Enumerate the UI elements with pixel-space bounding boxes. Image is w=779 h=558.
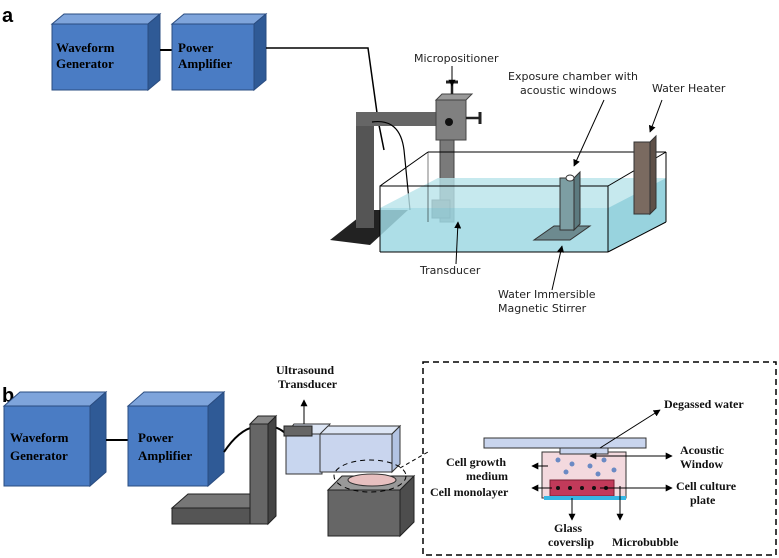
stirrer-label-1: Water Immersible (498, 288, 596, 301)
waveform-generator-label-a-1: Waveform (56, 40, 115, 55)
waveform-generator-label-b-2: Generator (10, 448, 68, 463)
microbubble-label: Microbubble (612, 535, 679, 549)
acoustic-window-label-2: Window (680, 457, 723, 471)
water-heater-a (633, 134, 657, 216)
glass-coverslip-label-1: Glass (554, 521, 582, 535)
power-amplifier-box-a: Power Amplifier (170, 12, 268, 92)
exposure-chamber-a (532, 170, 592, 241)
cell-culture-plate-label-2: plate (690, 493, 716, 507)
cell-growth-medium-label-2: medium (466, 469, 508, 483)
water-heater-label: Water Heater (652, 82, 726, 95)
power-amplifier-label-b-2: Amplifier (138, 448, 192, 463)
waveform-generator-label-b-1: Waveform (10, 430, 69, 445)
power-amplifier-label-a-1: Power (178, 40, 214, 55)
waveform-generator-box-a: Waveform Generator (50, 12, 162, 92)
power-amplifier-box-b: Power Amplifier (126, 390, 226, 488)
exposure-chamber-label-2: acoustic windows (520, 84, 617, 97)
power-amplifier-label-b-1: Power (138, 430, 174, 445)
cell-monolayer-label: Cell monolayer (430, 485, 509, 499)
zoom-connector (399, 451, 429, 469)
waveform-generator-label-a-2: Generator (56, 56, 114, 71)
detail-inset (422, 361, 777, 556)
transducer-label: Transducer (419, 264, 481, 277)
waveform-generator-box-b: Waveform Generator (2, 390, 108, 488)
culture-plate-base-b (326, 459, 416, 538)
cell-growth-medium-label-1: Cell growth (446, 455, 506, 469)
ultrasound-transducer-label-2: Transducer (278, 377, 338, 391)
cell-culture-plate-label-1: Cell culture (676, 479, 737, 493)
panel-a-letter: a (2, 5, 14, 27)
ultrasound-transducer-label-1: Ultrasound (276, 363, 334, 377)
ultrasound-setup-b (283, 423, 402, 475)
water-tank-a (379, 151, 667, 253)
acoustic-window-label-1: Acoustic (680, 443, 725, 457)
cells (556, 486, 608, 490)
exposure-chamber-label-1: Exposure chamber with (508, 70, 638, 83)
power-amplifier-label-a-2: Amplifier (178, 56, 232, 71)
glass-coverslip-label-2: coverslip (548, 535, 594, 549)
microbubbles (555, 457, 617, 477)
degassed-water-label: Degassed water (664, 397, 744, 411)
cable-pa-stand-a (266, 47, 385, 151)
stirrer-label-2: Magnetic Stirrer (498, 302, 587, 315)
micropositioner-label: Micropositioner (414, 52, 499, 65)
inset-cell-chamber (483, 437, 647, 500)
stand-b (170, 414, 278, 526)
